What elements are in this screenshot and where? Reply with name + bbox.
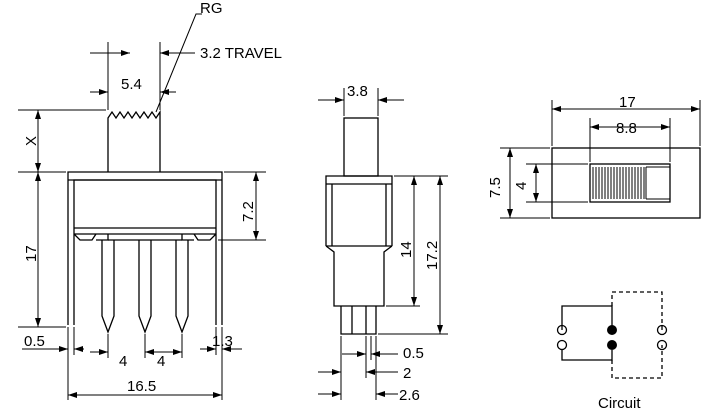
- pin-0-5-label: 0.5: [24, 333, 45, 350]
- top-4-label: 4: [513, 182, 530, 190]
- knob-outline: [107, 109, 161, 172]
- pitch-right-label: 4: [157, 353, 165, 370]
- side-0-5-label: 0.5: [403, 345, 424, 362]
- side-housing-outline: [325, 175, 393, 246]
- side-knob: [343, 117, 379, 177]
- circuit-terminal-right-bottom: [656, 339, 668, 351]
- side-3-8-label: 3.8: [347, 83, 368, 100]
- body-7-2-label: 7.2: [240, 201, 257, 222]
- circuit-diagram: Circuit: [556, 291, 668, 412]
- pin-right: [175, 240, 189, 334]
- circuit-terminal-common-bottom: [607, 340, 617, 350]
- x-label: X: [23, 136, 40, 146]
- housing-inner: [73, 179, 217, 325]
- side-2-label: 2: [403, 365, 411, 382]
- travel-label: 3.2 TRAVEL: [200, 45, 282, 62]
- circuit-terminal-common-top: [607, 325, 617, 335]
- housing-outline: [67, 171, 223, 325]
- top-7-5-label: 7.5: [487, 177, 504, 198]
- circuit-dashed-loop: [611, 291, 663, 379]
- side-base: [325, 245, 393, 307]
- top-knob-serration: [592, 166, 670, 200]
- body-base: [73, 227, 217, 241]
- rg-leader: [155, 13, 202, 113]
- side-2-6-label: 2.6: [399, 387, 420, 404]
- rg-label: RG: [200, 0, 223, 17]
- circuit-label: Circuit: [598, 395, 641, 412]
- top-17-label: 17: [619, 94, 636, 111]
- side-pin: [340, 306, 377, 335]
- pin-middle: [138, 240, 152, 334]
- total-16-5-label: 16.5: [127, 378, 156, 395]
- top-slot: [589, 163, 671, 203]
- circuit-solid-loop: [561, 305, 613, 330]
- height-17-label: 17: [23, 245, 40, 262]
- knob-width-label: 5.4: [121, 76, 142, 93]
- side-17-2-label: 17.2: [424, 241, 441, 270]
- circuit-terminal-left-bottom: [556, 339, 568, 351]
- top-8-8-label: 8.8: [616, 120, 637, 137]
- pin-1-3-label: 1.3: [212, 333, 233, 350]
- front-view: RG 3.2 TRAVEL 5.4 X 17 7.2: [18, 0, 282, 400]
- circuit-terminal-left-top: [556, 324, 568, 336]
- pitch-left-label: 4: [119, 353, 127, 370]
- top-view: 17 8.8 7.5 4: [487, 94, 701, 219]
- pin-left: [101, 240, 115, 334]
- side-view: 3.8 14 17.2 0.5 2 2.6: [318, 83, 448, 404]
- side-14-label: 14: [398, 241, 415, 258]
- top-housing: [551, 147, 701, 219]
- circuit-terminal-right-top: [656, 324, 668, 336]
